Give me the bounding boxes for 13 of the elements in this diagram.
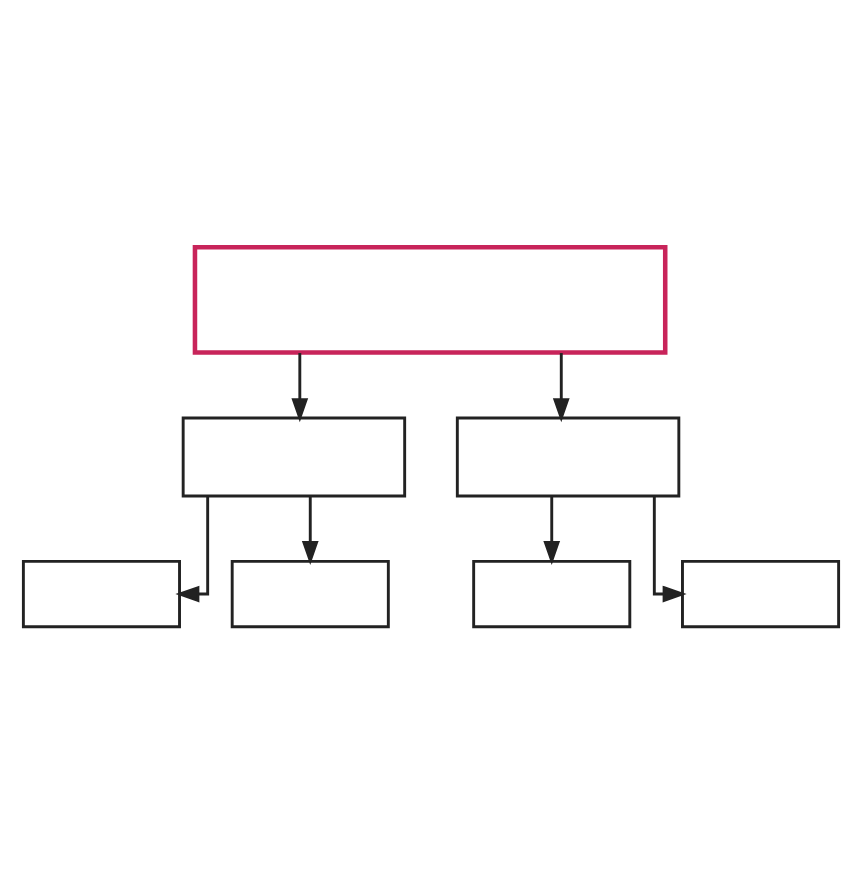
node-box	[455, 416, 681, 498]
node-box	[230, 559, 390, 629]
node-box	[181, 416, 407, 498]
node-box	[21, 559, 181, 629]
arrow	[301, 496, 319, 565]
arrow	[291, 353, 309, 423]
node-box	[192, 245, 668, 355]
node-box	[472, 559, 632, 629]
arrow	[652, 496, 687, 603]
arrow	[175, 496, 210, 603]
arrow	[543, 496, 561, 565]
arrow	[552, 353, 570, 423]
node-box	[681, 559, 841, 629]
